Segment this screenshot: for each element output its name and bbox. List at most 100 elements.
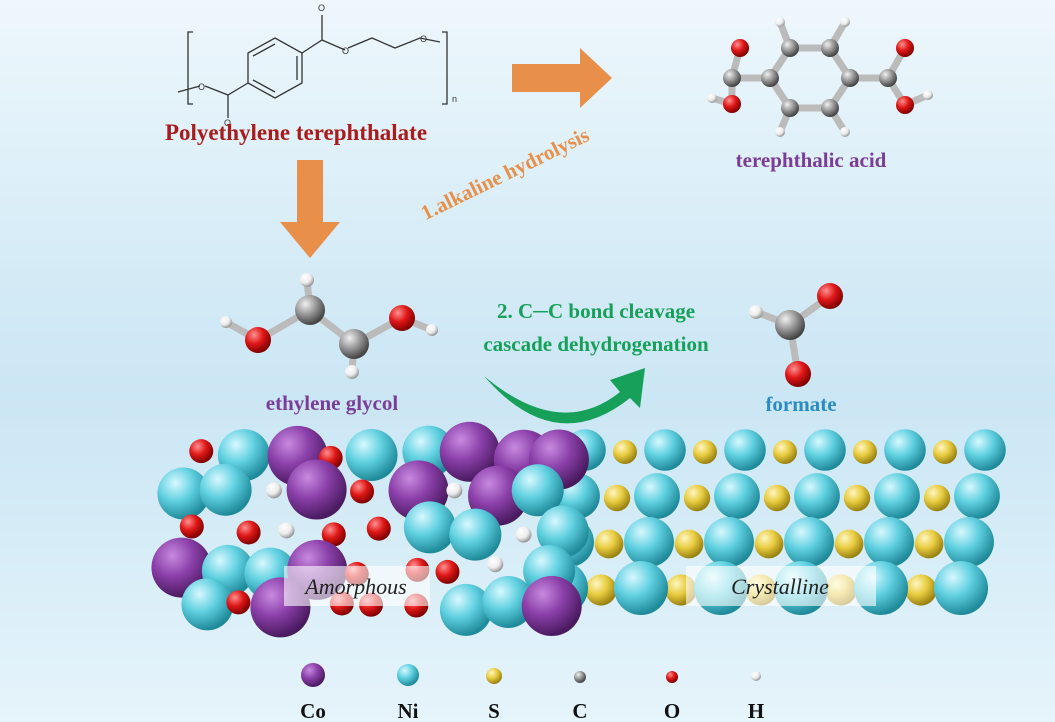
ethylene-glycol-molecule [220, 273, 438, 379]
legend-co-icon [301, 663, 325, 687]
s-atom [585, 574, 617, 606]
h-atom [749, 305, 763, 319]
pet-structure [177, 15, 448, 118]
formate-label: formate [765, 392, 836, 416]
legend-c-icon [574, 671, 586, 683]
o-atom [226, 590, 251, 615]
ni-atom [954, 473, 1000, 519]
curved-arrow-icon [484, 368, 645, 424]
s-atom [754, 529, 784, 559]
amorphous-label: Amorphous [303, 574, 406, 599]
pet-label: Polyethylene terephthalate [165, 120, 427, 145]
o-atom [350, 479, 375, 504]
c-atom [821, 99, 839, 117]
c-atom [723, 69, 741, 87]
pet-atom-o: O [420, 34, 427, 44]
ni-atom [181, 578, 234, 631]
o-atom [389, 305, 415, 331]
legend-co-label: Co [300, 699, 326, 722]
s-atom [674, 529, 704, 559]
crystalline-label-box [686, 566, 876, 606]
terephthalic-acid-molecule [707, 17, 933, 137]
s-atom [834, 529, 864, 559]
ni-atom [944, 517, 994, 567]
s-atom [905, 574, 937, 606]
ni-atom [624, 517, 674, 567]
step2-line2: cascade dehydrogenation [483, 332, 709, 356]
step1-label: 1.alkaline hydrolysis [417, 123, 593, 225]
ni-atom [964, 429, 1006, 471]
o-atom [179, 514, 204, 539]
terephthalic-acid-label: terephthalic acid [736, 148, 887, 172]
ni-atom [874, 473, 920, 519]
h-atom [707, 93, 717, 103]
o-atom [236, 520, 261, 545]
legend: Co Ni S C O H [300, 663, 764, 722]
co-atom [521, 576, 582, 637]
arrow-down-icon [280, 160, 340, 258]
legend-o-icon [666, 671, 678, 683]
c-atom [761, 69, 779, 87]
s-atom [914, 529, 944, 559]
c-atom [295, 295, 325, 325]
ni-atom [864, 517, 914, 567]
legend-ni-icon [397, 664, 419, 686]
legend-c-label: C [572, 699, 587, 722]
ni-atom [613, 560, 669, 616]
h-atom [446, 482, 463, 499]
s-atom [683, 484, 711, 512]
c-atom [841, 69, 859, 87]
legend-h-label: H [748, 699, 764, 722]
h-atom [426, 324, 438, 336]
h-atom [515, 526, 532, 543]
s-atom [853, 440, 877, 464]
formate-molecule [749, 283, 843, 387]
catalyst-slab [151, 421, 1006, 638]
pet-atom-o: O [318, 3, 325, 13]
ni-atom [724, 429, 766, 471]
ni-atom [794, 473, 840, 519]
ni-atom [511, 464, 564, 517]
ni-atom [157, 467, 210, 520]
ni-atom [933, 560, 989, 616]
ni-atom [482, 576, 535, 629]
s-atom [763, 484, 791, 512]
o-atom [731, 39, 749, 57]
step2-line1: 2. C─C bond cleavage [497, 299, 695, 323]
o-atom [896, 96, 914, 114]
o-atom [321, 522, 346, 547]
o-atom [366, 516, 391, 541]
h-atom [840, 127, 850, 137]
c-atom [879, 69, 897, 87]
ni-atom [804, 429, 846, 471]
ni-atom [714, 473, 760, 519]
c-atom [781, 99, 799, 117]
co-atom [439, 421, 500, 482]
c-atom [775, 310, 805, 340]
s-atom [843, 484, 871, 512]
legend-h-icon [751, 671, 761, 681]
ni-atom [644, 429, 686, 471]
legend-o-label: O [664, 699, 680, 722]
s-atom [773, 440, 797, 464]
h-atom [775, 127, 785, 137]
s-atom [693, 440, 717, 464]
h-atom [923, 90, 933, 100]
o-atom [785, 361, 811, 387]
legend-s-label: S [488, 699, 500, 722]
ni-atom [449, 508, 502, 561]
h-atom [775, 17, 785, 27]
s-atom [594, 529, 624, 559]
o-atom [896, 39, 914, 57]
co-atom [286, 459, 347, 520]
o-atom [817, 283, 843, 309]
ni-atom [634, 473, 680, 519]
ethylene-glycol-label: ethylene glycol [266, 391, 399, 415]
h-atom [265, 482, 282, 499]
s-atom [933, 440, 957, 464]
ni-atom [536, 505, 589, 558]
legend-ni-label: Ni [398, 699, 419, 722]
ni-atom [345, 428, 398, 481]
c-atom [339, 329, 369, 359]
